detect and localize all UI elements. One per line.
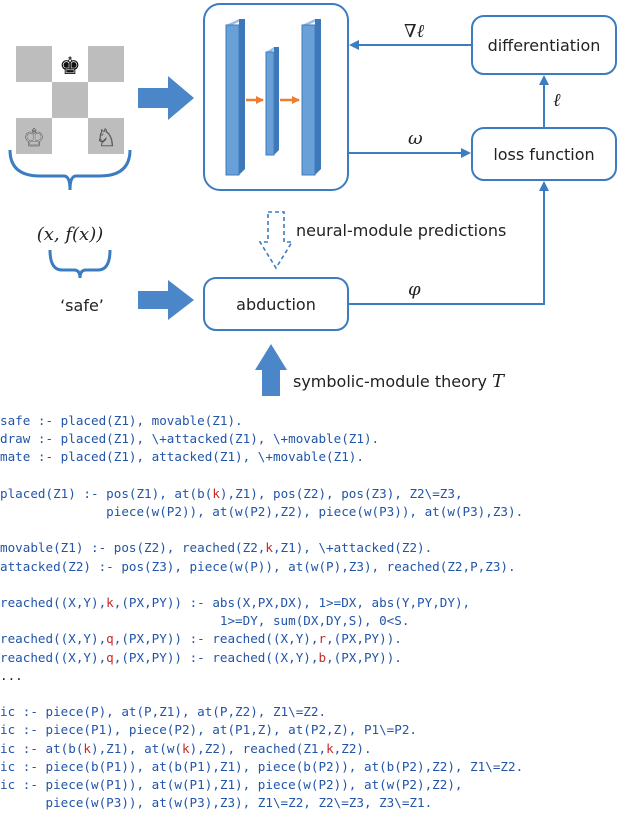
code-line: reached((X,Y),k,(PX,PY)) :- abs(X,PX,DX)… xyxy=(0,594,523,612)
code-segment: piece(w(P2)), at(w(P2),Z2), piece(w(P3))… xyxy=(0,504,524,520)
code-line: ic :- piece(P), at(P,Z1), at(P,Z2), Z1\=… xyxy=(0,703,523,721)
code-line: safe :- placed(Z1), movable(Z1). xyxy=(0,412,523,430)
code-constant: q xyxy=(106,631,114,647)
code-line: piece(w(P2)), at(w(P2),Z2), piece(w(P3))… xyxy=(0,503,523,521)
code-segment: ic :- piece(b(P1)), at(b(P1),Z1), piece(… xyxy=(0,758,524,774)
code-segment: placed(Z1) :- pos(Z1), at(b( xyxy=(0,485,213,501)
code-constant: k xyxy=(326,740,334,756)
code-segment: ,Z1), \+attacked(Z2). xyxy=(272,540,433,556)
safe-brace xyxy=(48,249,112,279)
code-segment: ... xyxy=(0,667,23,683)
code-segment: mate :- placed(Z1), attacked(Z1), \+mova… xyxy=(0,449,364,465)
code-line: ic :- piece(P1), piece(P2), at(P1,Z), at… xyxy=(0,721,523,739)
code-segment: ),Z2), reached(Z1, xyxy=(189,740,327,756)
code-segment: reached((X,Y), xyxy=(0,631,107,647)
code-segment: ,(PX,PY)) :- reached((X,Y), xyxy=(113,649,319,665)
gradient-label: ∇ℓ xyxy=(404,21,425,42)
code-segment: ,(PX,PY)) :- reached((X,Y), xyxy=(113,631,319,647)
chess-board: ♚ ♔ ♘ xyxy=(16,46,124,154)
white-king-icon: ♔ xyxy=(23,124,45,152)
code-segment: ),Z1), pos(Z2), pos(Z3), Z2\=Z3, xyxy=(219,485,463,501)
code-line xyxy=(0,467,523,485)
prolog-code-block: safe :- placed(Z1), movable(Z1). draw :- … xyxy=(0,412,523,812)
black-king-icon: ♚ xyxy=(59,52,81,80)
safe-label: ‘safe’ xyxy=(60,296,104,315)
ell-label: ℓ xyxy=(553,90,561,111)
code-segment: ,(PX,PY)) :- abs(X,PX,DX), 1>=DX, abs(Y,… xyxy=(113,595,471,611)
code-line: mate :- placed(Z1), attacked(Z1), \+mova… xyxy=(0,448,523,466)
code-line: placed(Z1) :- pos(Z1), at(b(k),Z1), pos(… xyxy=(0,485,523,503)
code-segment: draw :- placed(Z1), \+attacked(Z1), \+mo… xyxy=(0,431,380,447)
predictions-arrow xyxy=(258,211,294,270)
code-constant: b xyxy=(318,649,327,665)
network-layers xyxy=(225,19,321,176)
code-constant: q xyxy=(106,649,114,665)
code-segment: safe :- placed(Z1), movable(Z1). xyxy=(0,413,243,428)
code-segment: ,(PX,PY)). xyxy=(326,631,402,647)
code-segment: ,Z2). xyxy=(333,740,372,756)
code-line: ic :- piece(b(P1)), at(b(P1),Z1), piece(… xyxy=(0,758,523,776)
code-line: 1>=DY, sum(DX,DY,S), 0<S. xyxy=(0,612,523,630)
code-line: attacked(Z2) :- pos(Z3), piece(w(P)), at… xyxy=(0,558,523,576)
code-segment: ic :- piece(w(P1)), at(w(P1),Z1), piece(… xyxy=(0,777,463,793)
code-constant: r xyxy=(318,631,327,647)
code-constant: k xyxy=(182,740,190,756)
code-line: ic :- piece(w(P1)), at(w(P1),Z1), piece(… xyxy=(0,776,523,794)
pair-label: (x, f(x)) xyxy=(37,224,104,245)
code-line: piece(w(P3)), at(w(P3),Z3), Z1\=Z2, Z2\=… xyxy=(0,794,523,812)
code-constant: k xyxy=(212,485,220,501)
code-segment: reached((X,Y), xyxy=(0,649,107,665)
phi-arrow xyxy=(348,181,549,305)
code-segment: movable(Z1) :- pos(Z2), reached(Z2, xyxy=(0,540,266,556)
loss-function-label: loss function xyxy=(493,145,594,164)
board-brace xyxy=(8,149,132,191)
code-line xyxy=(0,521,523,539)
code-segment: ic :- piece(P1), piece(P2), at(P1,Z), at… xyxy=(0,722,418,738)
neural-module-box xyxy=(203,3,349,191)
abduction-label: abduction xyxy=(236,295,316,314)
code-segment: reached((X,Y), xyxy=(0,595,107,611)
code-segment: ),Z1), at(w( xyxy=(91,740,182,756)
code-constant: k xyxy=(83,740,91,756)
code-constant: k xyxy=(265,540,273,556)
omega-label: ω xyxy=(408,128,423,149)
code-line: ic :- at(b(k),Z1), at(w(k),Z2), reached(… xyxy=(0,740,523,758)
theory-arrow xyxy=(255,344,287,396)
input-arrow xyxy=(138,76,194,120)
code-segment: ic :- piece(P), at(P,Z1), at(P,Z2), Z1\=… xyxy=(0,704,327,720)
code-line: reached((X,Y),q,(PX,PY)) :- reached((X,Y… xyxy=(0,630,523,648)
white-knight-icon: ♘ xyxy=(95,124,117,152)
code-constant: k xyxy=(106,595,114,611)
theory-label: symbolic-module theory T xyxy=(293,371,506,392)
code-segment: 1>=DY, sum(DX,DY,S), 0<S. xyxy=(0,613,410,629)
code-line: ... xyxy=(0,667,523,685)
code-segment: attacked(Z2) :- pos(Z3), piece(w(P)), at… xyxy=(0,558,516,574)
phi-label: φ xyxy=(408,279,421,300)
code-line: reached((X,Y),q,(PX,PY)) :- reached((X,Y… xyxy=(0,649,523,667)
code-segment: piece(w(P3)), at(w(P3),Z3), Z1\=Z2, Z2\=… xyxy=(0,795,433,811)
code-line xyxy=(0,576,523,594)
differentiation-label: differentiation xyxy=(488,36,601,55)
code-line: movable(Z1) :- pos(Z2), reached(Z2,k,Z1)… xyxy=(0,539,523,557)
code-line xyxy=(0,685,523,703)
code-segment: ,(PX,PY)). xyxy=(326,649,402,665)
predictions-label: neural-module predictions xyxy=(296,221,506,240)
pipeline-diagram: ♚ ♔ ♘ (x, f(x)) ‘safe’ differentiation l… xyxy=(8,3,617,396)
code-line: draw :- placed(Z1), \+attacked(Z1), \+mo… xyxy=(0,430,523,448)
safe-arrow xyxy=(138,280,194,320)
code-segment: ic :- at(b( xyxy=(0,740,84,756)
